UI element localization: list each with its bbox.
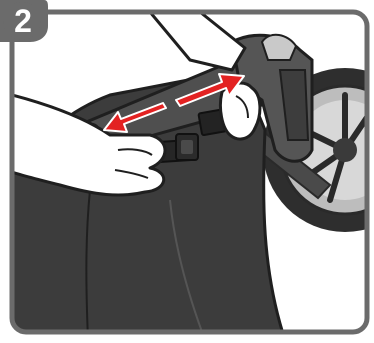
step-number: 2	[3, 1, 43, 41]
strap-buckle-icon	[176, 134, 198, 160]
